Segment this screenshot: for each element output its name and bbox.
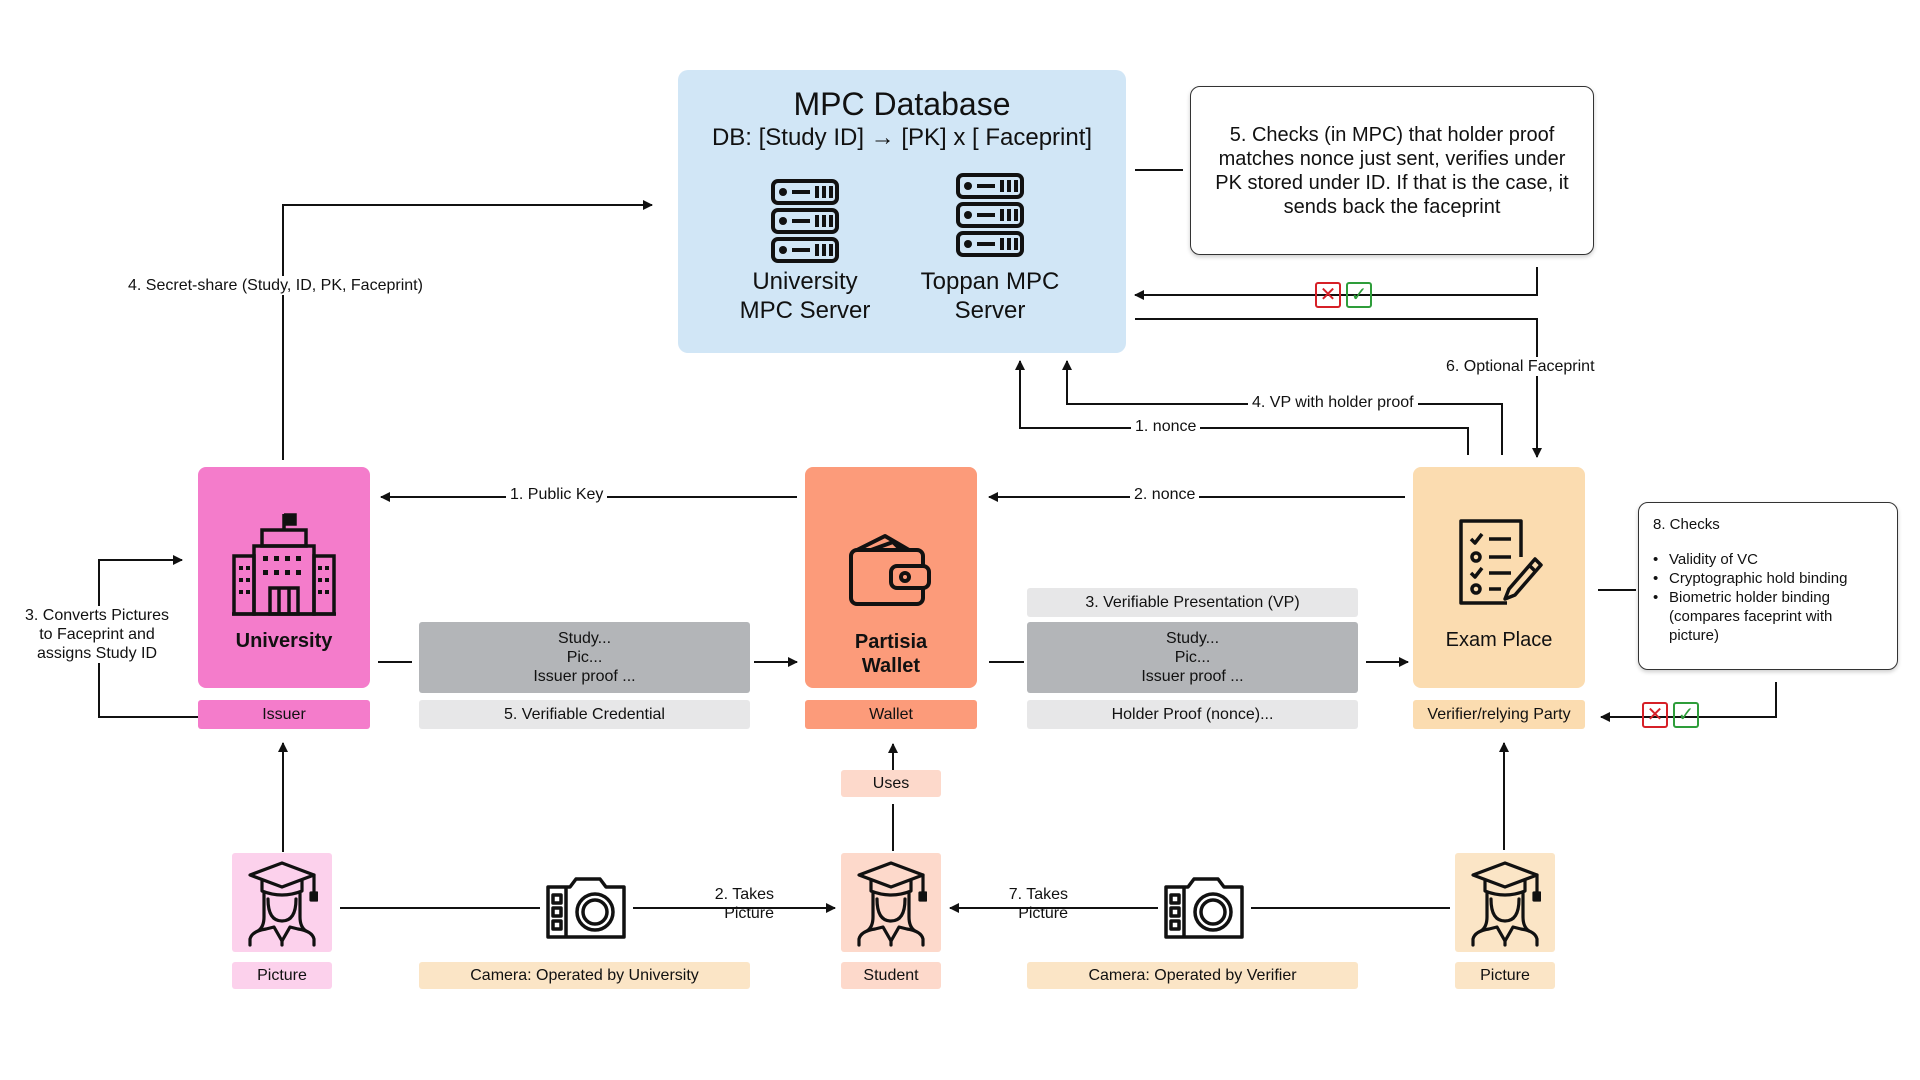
graduate-icon [1471,861,1541,947]
edge-secret-share [282,200,653,460]
edge-nonce-1 [1015,360,1469,455]
picture-left-tile [232,853,332,952]
presentation-header: 3. Verifiable Presentation (VP) [1027,588,1358,617]
picture-right-tag: Picture [1455,962,1555,989]
mpc-database: MPC Database DB: [Study ID] → [PK] x [ F… [678,70,1126,353]
label-vp-holder-proof: 4. VP with holder proof [1248,393,1418,412]
graduate-icon [857,861,927,947]
note-mpc-check: 5. Checks (in MPC) that holder proof mat… [1190,86,1594,255]
edge-note8-result [1600,682,1777,722]
database-server-icon [771,179,839,263]
exam-place-card: Exam Place [1413,467,1585,688]
cross-mark-icon: ✕ [1315,282,1341,308]
label-optional-faceprint: 6. Optional Faceprint [1442,357,1599,376]
label-nonce-1: 1. nonce [1131,417,1201,436]
camera-icon [546,877,626,939]
uses-tag: Uses [841,770,941,797]
note-verifier-checks: 8. Checks •Validity of VC •Cryptographic… [1638,502,1898,670]
university-name: University [235,630,333,652]
note-verifier-checks-title: 8. Checks [1653,516,1720,533]
university-card: University [198,467,370,688]
cross-mark-icon: ✕ [1642,702,1668,728]
credential-caption: 5. Verifiable Credential [419,700,750,729]
check-mark-icon: ✓ [1673,702,1699,728]
building-icon [232,513,336,616]
check-item-biometric: Biometric holder binding (compares facep… [1669,589,1833,644]
camera-verifier-tag: Camera: Operated by Verifier [1027,962,1358,989]
database-server-icon [956,173,1024,257]
graduate-icon [248,861,318,947]
wallet-icon [849,534,931,606]
camera-university-tag: Camera: Operated by University [419,962,750,989]
mpc-title: MPC Database [793,86,1011,122]
student-tag: Student [841,962,941,989]
check-mark-icon: ✓ [1346,282,1372,308]
picture-right-tile [1455,853,1555,952]
check-item-crypto: Cryptographic hold binding [1669,570,1848,587]
verifier-tag: Verifier/relying Party [1413,700,1585,729]
exam-place-name: Exam Place [1445,629,1553,651]
student-tile [841,853,941,952]
credential-box: Study...Pic...Issuer proof ... [419,622,750,693]
edge-optional-faceprint [1135,318,1542,458]
mpc-subtitle: DB: [Study ID] → [PK] x [ Faceprint] [711,124,1093,151]
edge-note5-result [1134,267,1538,300]
camera-icon [1164,877,1244,939]
wallet-tag: Wallet [805,700,977,729]
checklist-icon [1459,519,1543,605]
presentation-box: Study...Pic...Issuer proof ... [1027,622,1358,693]
picture-left-tag: Picture [232,962,332,989]
check-item-vc: Validity of VC [1669,551,1758,568]
label-secret-share: 4. Secret-share (Study, ID, PK, Faceprin… [124,276,427,295]
label-public-key: 1. Public Key [506,485,608,504]
presentation-caption: Holder Proof (nonce)... [1027,700,1358,729]
issuer-tag: Issuer [198,700,370,729]
label-nonce-2: 2. nonce [1130,485,1200,504]
